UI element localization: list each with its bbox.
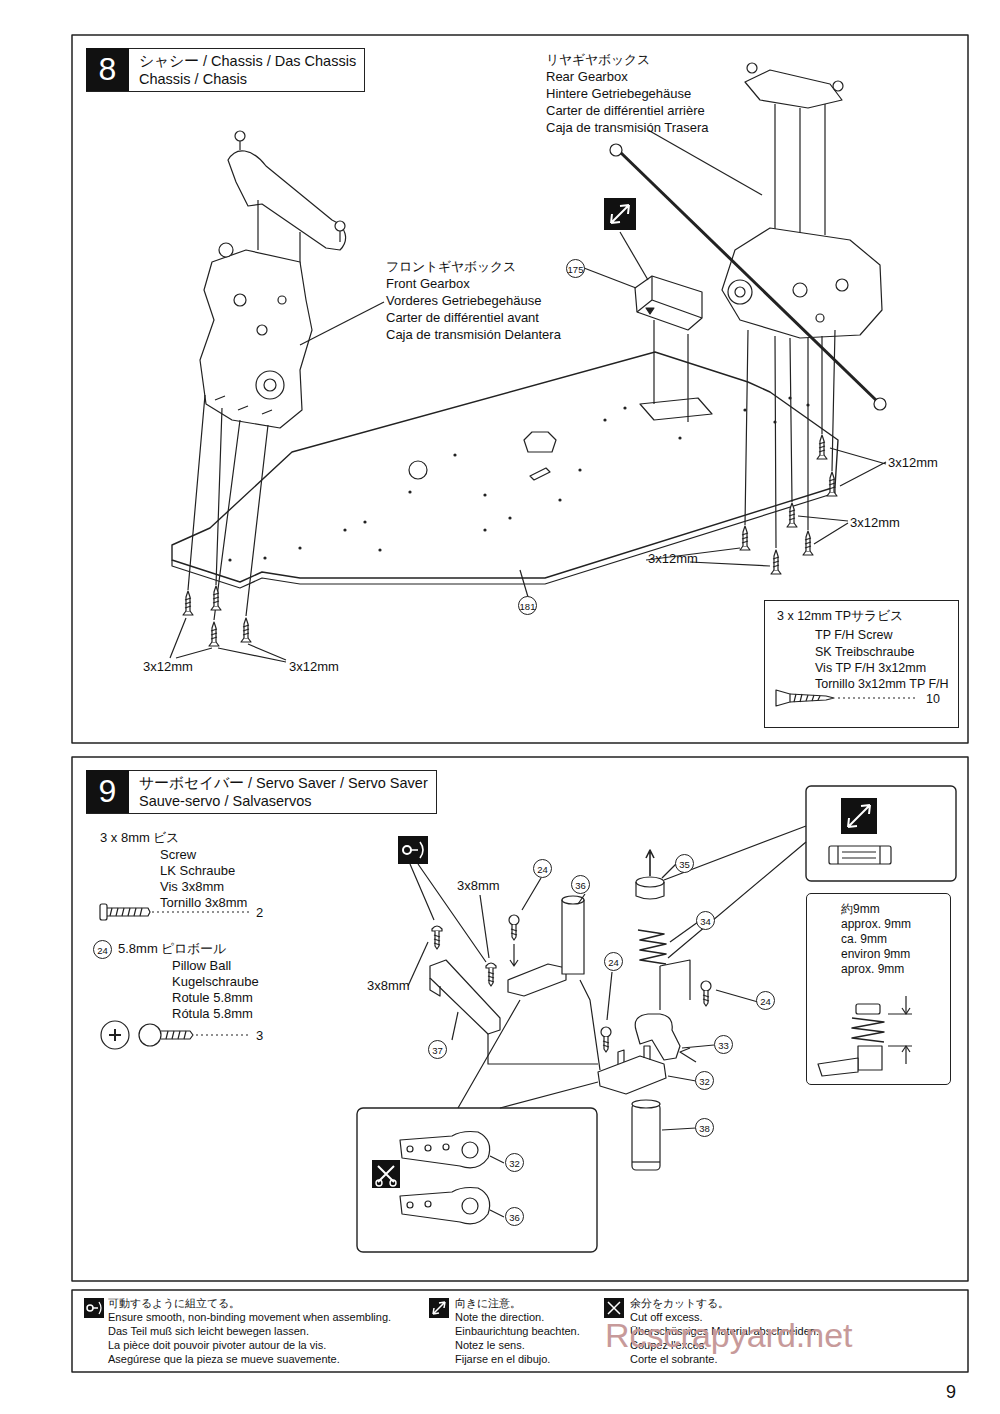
box-text: 3 x 12mm TPサラビス <box>777 609 903 624</box>
callout-number: 38 <box>695 1118 714 1137</box>
callout-number: 33 <box>714 1035 733 1054</box>
part-label: Kugelschraube <box>172 974 259 989</box>
step-number: 8 <box>86 48 129 91</box>
legend-text: Notez le sens. <box>455 1339 525 1352</box>
part-label: Vorderes Getriebegehäuse <box>386 293 541 308</box>
legend-text: Ensure smooth, non-binding movement when… <box>108 1311 391 1324</box>
box-text: シャシー / Chassis / Das Chassis <box>139 52 356 70</box>
step-header: 8 シャシー / Chassis / Das ChassisChassis / C… <box>86 48 365 92</box>
legend-text: Das Teil muß sich leicht bewegen lassen. <box>108 1325 309 1338</box>
callout-number: 24 <box>533 859 552 878</box>
callout-number: 35 <box>675 854 694 873</box>
part-label: Screw <box>160 847 196 862</box>
callout-number: 24 <box>604 952 623 971</box>
callout-number: 32 <box>505 1153 524 1172</box>
part-label: 3x12mm <box>289 659 339 674</box>
callout-number: 181 <box>518 596 537 615</box>
callout-number: 24 <box>93 940 112 959</box>
callout-number: 36 <box>505 1207 524 1226</box>
legend-text: Einbaurichtung beachten. <box>455 1325 580 1338</box>
part-label: Caja de transmisión Trasera <box>546 120 709 135</box>
legend-text: 向きに注意。 <box>455 1297 521 1310</box>
callout-number: 24 <box>756 991 775 1010</box>
part-label: 3x8mm <box>457 878 500 893</box>
legend-text: 余分をカットする。 <box>630 1297 729 1310</box>
part-label: 3x12mm <box>888 455 938 470</box>
callout-number: 36 <box>571 875 590 894</box>
part-label: 5.8mm ピロボール <box>118 941 226 956</box>
part-label: 3 <box>256 1028 263 1043</box>
part-label: Front Gearbox <box>386 276 470 291</box>
part-label: フロントギヤボックス <box>386 259 516 274</box>
part-label: 3x8mm <box>367 978 410 993</box>
box-text: Sauve-servo / Salvaservos <box>139 792 428 810</box>
part-label: Pillow Ball <box>172 958 231 973</box>
step-number: 9 <box>86 770 129 813</box>
box-text: TP F/H Screw <box>815 628 893 643</box>
box-text: approx. 9mm <box>841 917 911 931</box>
box-text: Vis TP F/H 3x12mm <box>815 661 926 676</box>
part-label: Rotule 5.8mm <box>172 990 253 1005</box>
part-label: リヤギヤボックス <box>546 52 650 67</box>
callout-number: 34 <box>696 911 715 930</box>
box-text: 約9mm <box>841 902 880 916</box>
legend-text: Note the direction. <box>455 1311 544 1324</box>
part-label: Tornillo 3x8mm <box>160 895 247 910</box>
part-label: 3x12mm <box>850 515 900 530</box>
legend-text: La pièce doit pouvoir pivoter autour de … <box>108 1339 326 1352</box>
callout-number: 175 <box>566 259 585 278</box>
legend-text: 可動するように組立てる。 <box>108 1297 240 1310</box>
part-label: Caja de transmisión Delantera <box>386 327 561 342</box>
box-text: Tornillo 3x12mm TP F/H <box>815 677 949 692</box>
part-label: Carter de différentiel avant <box>386 310 539 325</box>
box-text: ca. 9mm <box>841 932 887 946</box>
watermark: Rcscrapyard.net <box>605 1316 853 1354</box>
part-label: Vis 3x8mm <box>160 879 224 894</box>
page-number: 9 <box>946 1382 956 1402</box>
step-header: 9 サーボセイバー / Servo Saver / Servo SaverSauv… <box>86 770 437 814</box>
part-label: Rear Gearbox <box>546 69 628 84</box>
box-text: サーボセイバー / Servo Saver / Servo Saver <box>139 774 428 792</box>
part-label: 3x12mm <box>648 551 698 566</box>
part-label: 3 x 8mm ビス <box>100 830 179 845</box>
part-label: Carter de différentiel arrière <box>546 103 705 118</box>
legend-text: Asegúrese que la pieza se mueve suavemen… <box>108 1353 340 1366</box>
parts-box: 3 x 12mm TPサラビス TP F/H Screw SK Treibschra… <box>764 600 959 728</box>
callout-number: 32 <box>695 1071 714 1090</box>
box-text: SK Treibschraube <box>815 645 914 660</box>
box-text: Chassis / Chasis <box>139 70 356 88</box>
legend-text: Corte el sobrante. <box>630 1353 717 1366</box>
box-text: aprox. 9mm <box>841 962 904 976</box>
callout-number: 37 <box>428 1040 447 1059</box>
part-label: Hintere Getriebegehäuse <box>546 86 691 101</box>
part-label: 3x12mm <box>143 659 193 674</box>
legend-text: Fijarse en el dibujo. <box>455 1353 550 1366</box>
part-label: 2 <box>256 905 263 920</box>
box-text: 10 <box>926 692 940 707</box>
box-text: environ 9mm <box>841 947 910 961</box>
part-label: Rótula 5.8mm <box>172 1006 253 1021</box>
part-label: LK Schraube <box>160 863 235 878</box>
dimension-note-box: 約9mmapprox. 9mmca. 9mmenviron 9mmaprox. … <box>806 893 951 1085</box>
